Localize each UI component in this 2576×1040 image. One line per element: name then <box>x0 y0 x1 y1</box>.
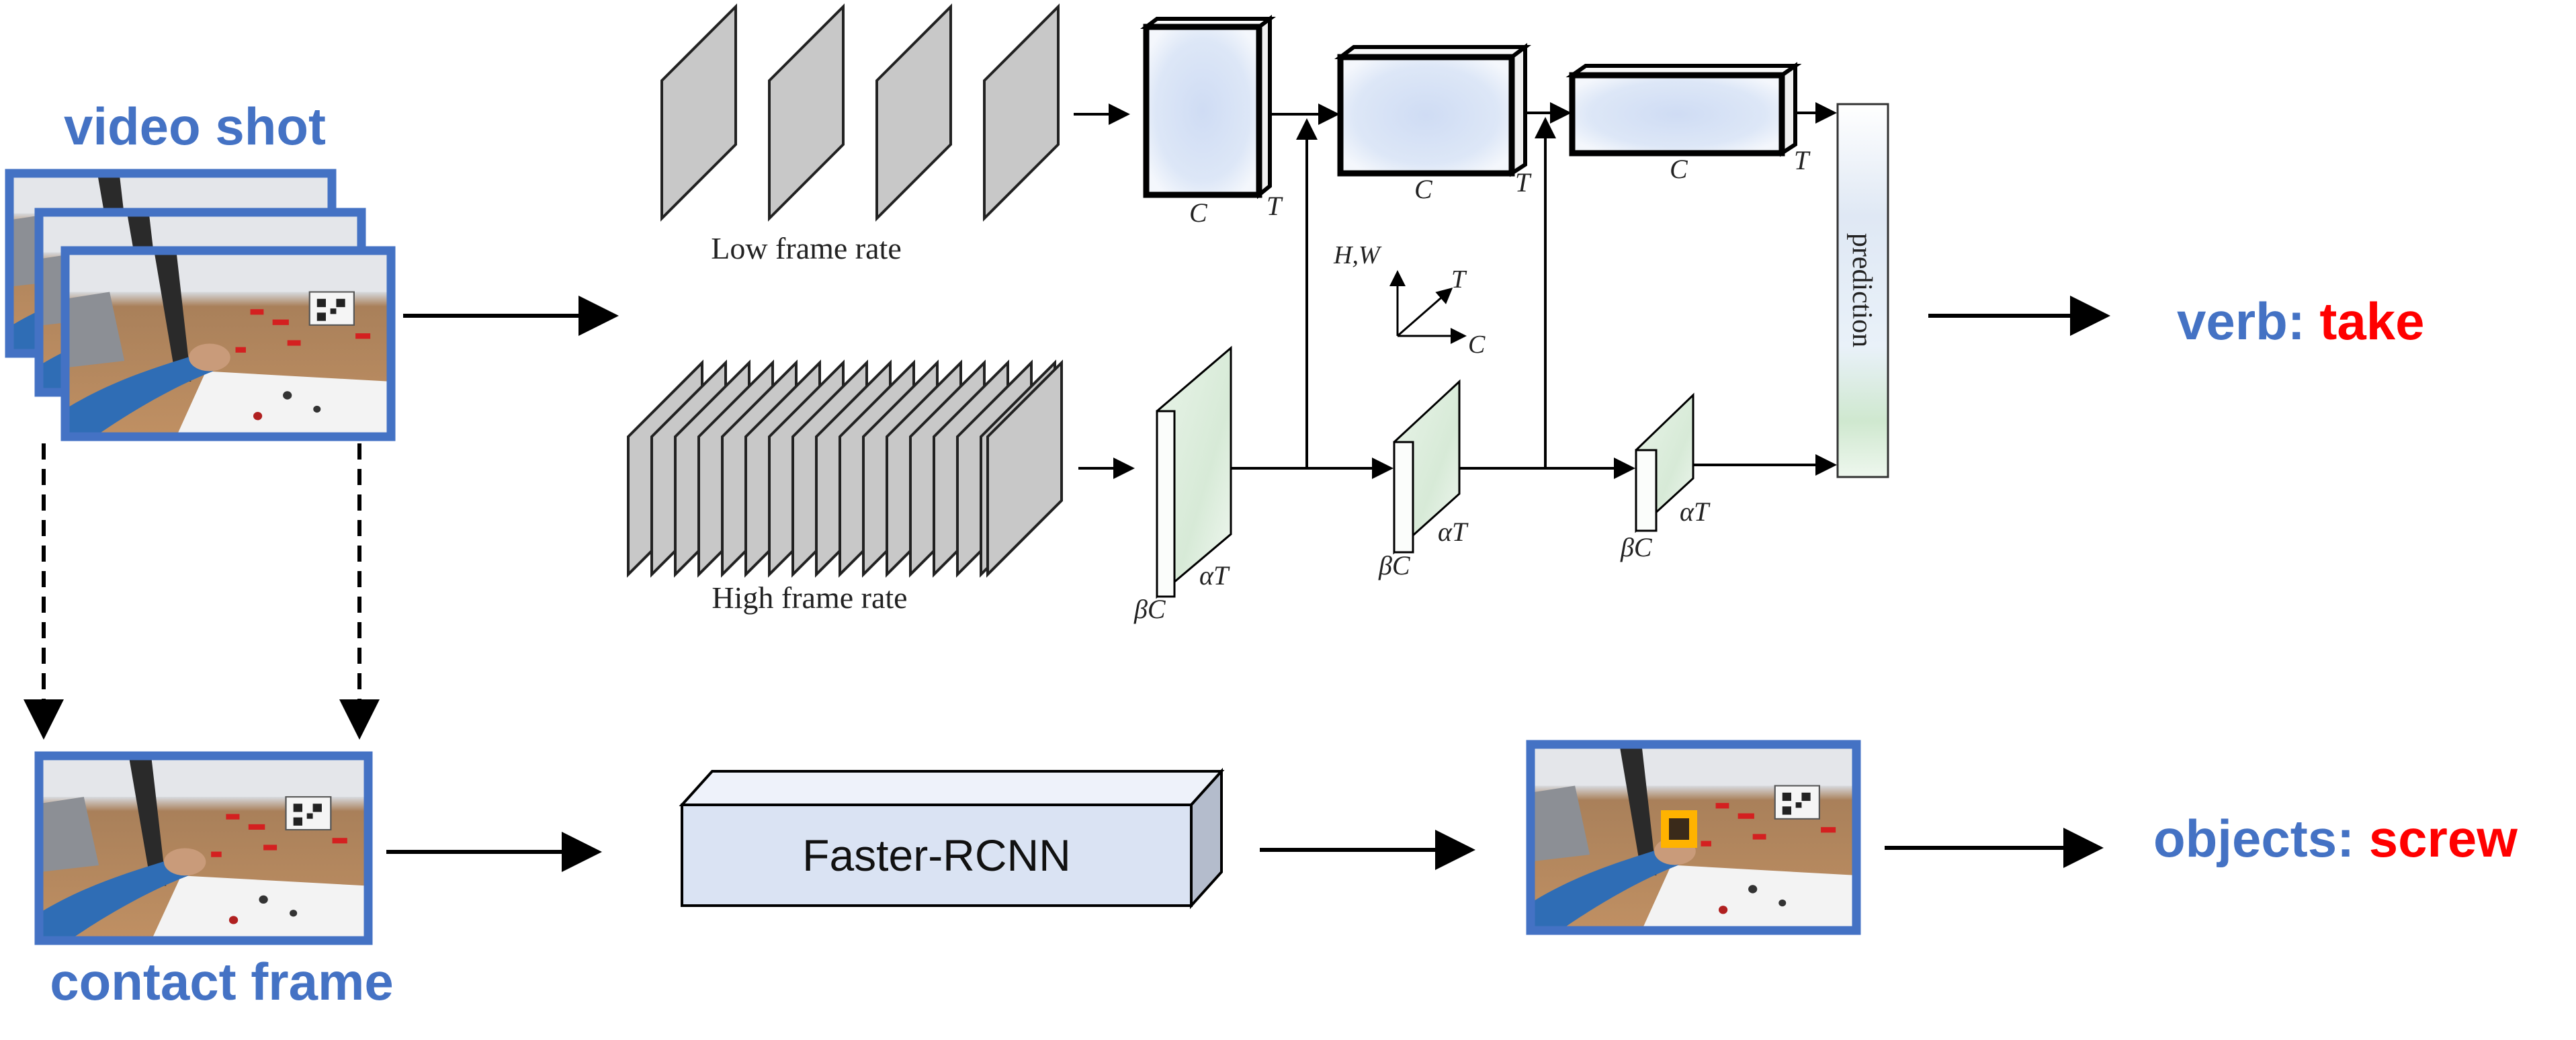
contact-frame-image <box>34 751 373 945</box>
slow-block-2-C: C <box>1414 174 1433 204</box>
fast-block-2-alphaT: αT <box>1438 517 1469 547</box>
fast-block-1 <box>1156 345 1232 599</box>
objects-prefix: objects: <box>2153 809 2369 868</box>
objects-output: objects: screw <box>2153 809 2518 868</box>
slow-block-2 <box>1334 43 1531 177</box>
fast-block-2 <box>1393 379 1461 555</box>
verb-output: verb: take <box>2177 292 2425 351</box>
video-frame-3 <box>60 246 396 441</box>
objects-value: screw <box>2369 809 2518 868</box>
axis-label-HW: H,W <box>1333 241 1382 269</box>
video-shot-label: video shot <box>64 97 326 156</box>
slow-block-1-C: C <box>1189 198 1208 228</box>
slow-block-1-T: T <box>1266 191 1283 221</box>
low-rate-frame <box>875 3 952 222</box>
axis-label-T: T <box>1451 265 1467 294</box>
low-rate-frame <box>768 3 845 222</box>
slow-block-3 <box>1565 62 1802 157</box>
fast-pathway: βC αT βC αT βC αT <box>1133 117 1837 624</box>
prediction-label: prediction <box>1846 233 1877 347</box>
video-shot <box>5 169 396 441</box>
high-frame-rate-frames <box>627 359 1063 578</box>
low-rate-frame <box>983 3 1060 222</box>
fast-block-1-alphaT: αT <box>1199 560 1230 591</box>
faster-rcnn-block: Faster-RCNN <box>679 767 1225 910</box>
fast-block-3-alphaT: αT <box>1680 496 1711 527</box>
fast-block-3-betaC: βC <box>1620 532 1653 562</box>
slow-pathway: C T C T C T <box>1140 15 1837 228</box>
high-frame-rate-label: High frame rate <box>712 580 907 615</box>
object-bounding-box <box>1661 810 1697 848</box>
faster-rcnn-label: Faster-RCNN <box>802 830 1071 880</box>
low-rate-frame <box>660 3 737 222</box>
slow-block-3-T: T <box>1794 145 1811 175</box>
axis-legend: H,W T C <box>1333 241 1486 359</box>
slow-block-2-T: T <box>1515 167 1532 198</box>
low-frame-rate-frames <box>660 3 1060 222</box>
verb-value: take <box>2319 292 2424 351</box>
fast-block-2-betaC: βC <box>1378 550 1411 580</box>
detection-result-image <box>1526 740 1861 935</box>
fast-block-1-betaC: βC <box>1133 594 1166 624</box>
slow-block-1 <box>1140 15 1276 200</box>
slow-block-3-C: C <box>1670 154 1688 184</box>
low-frame-rate-label: Low frame rate <box>711 231 902 265</box>
contact-frame-label: contact frame <box>50 952 394 1011</box>
verb-prefix: verb: <box>2177 292 2319 351</box>
prediction-box: prediction <box>1836 103 1889 478</box>
fast-block-3 <box>1635 392 1694 533</box>
axis-label-C: C <box>1468 331 1486 359</box>
